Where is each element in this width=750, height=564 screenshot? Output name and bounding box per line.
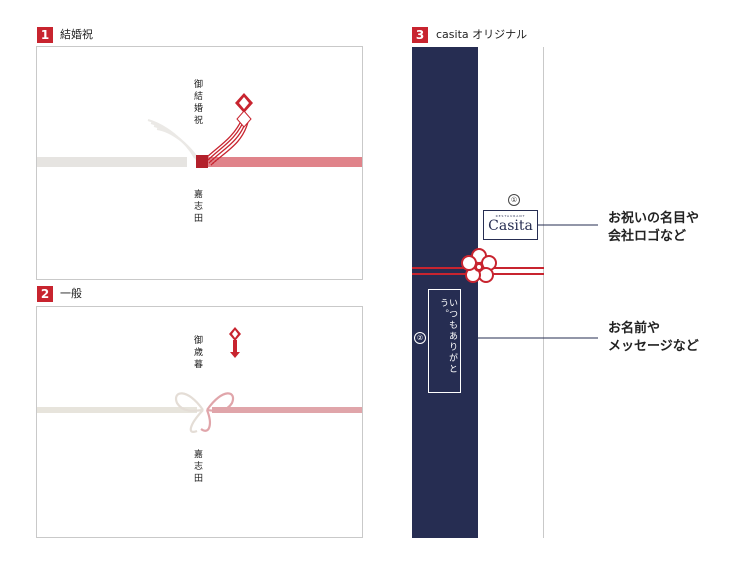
section-3-number: 3: [412, 27, 428, 43]
section-1-label: 結婚祝: [60, 28, 93, 41]
navy-band: [412, 47, 478, 538]
general-giver-text: 嘉志田: [192, 449, 202, 485]
marker-2: ②: [414, 332, 426, 344]
casita-logo: RESTAURANT Casita: [483, 210, 538, 240]
message-box: いつもありがとう。: [428, 289, 461, 393]
callout-1: お祝いの名目や 会社ロゴなど: [608, 210, 699, 246]
general-title-text: 御歳暮: [192, 335, 202, 371]
wedding-mizuhiki-illustration: [37, 93, 362, 168]
noshi-card-general: 御歳暮 嘉志田: [36, 306, 363, 538]
callout-2-line1: お名前や: [608, 321, 661, 336]
callout-1-line1: お祝いの名目や: [608, 211, 700, 226]
section-1-number: 1: [37, 27, 53, 43]
callout-2: お名前や メッセージなど: [608, 320, 699, 356]
wedding-giver-text: 嘉志田: [192, 189, 202, 225]
original-card: ① RESTAURANT Casita ② いつもありがとう。: [412, 47, 544, 538]
ornament-icon: [229, 327, 241, 358]
wedding-title-text: 御結婚祝: [192, 79, 202, 127]
callout-2-line2: メッセージなど: [608, 339, 699, 354]
marker-1: ①: [508, 194, 520, 206]
callout-1-line2: 会社ロゴなど: [608, 229, 687, 244]
message-text: いつもありがとう。: [438, 298, 457, 375]
noshi-card-wedding: 御結婚祝 嘉志田: [36, 46, 363, 280]
section-2-label: 一般: [60, 287, 82, 300]
general-mizuhiki-illustration: [37, 327, 362, 433]
section-2-number: 2: [37, 286, 53, 302]
logo-restaurant-text: RESTAURANT: [495, 214, 526, 218]
logo-casita-text: Casita: [488, 218, 533, 234]
plum-knot-icon: [461, 248, 497, 283]
ornament-icon: [235, 93, 253, 128]
section-3-label: casita オリジナル: [436, 28, 528, 41]
